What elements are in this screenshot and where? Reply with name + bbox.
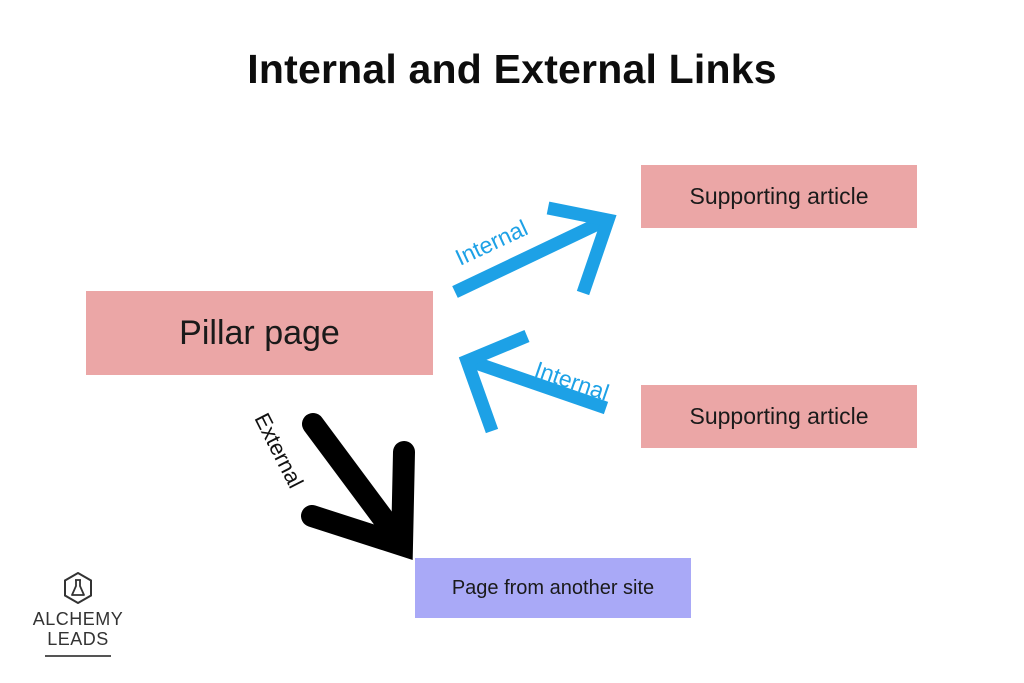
logo-underline xyxy=(45,655,111,657)
supporting-article-node-top: Supporting article xyxy=(641,165,917,228)
external-label: External xyxy=(250,409,309,492)
internal-in-arrow xyxy=(458,330,609,434)
pillar-page-label: Pillar page xyxy=(179,313,340,352)
supporting-article-node-bottom: Supporting article xyxy=(641,385,917,448)
logo-text-line1: ALCHEMY xyxy=(32,609,124,629)
external-arrow xyxy=(301,413,415,560)
supporting-article-label-bottom: Supporting article xyxy=(689,403,869,429)
supporting-article-label-top: Supporting article xyxy=(689,183,869,209)
alchemy-leads-logo: ALCHEMY LEADS xyxy=(26,571,130,658)
external-site-node: Page from another site xyxy=(415,558,691,618)
logo-text-line2: LEADS xyxy=(47,629,109,649)
diagram-title: Internal and External Links xyxy=(247,46,777,92)
pillar-page-node: Pillar page xyxy=(86,291,433,375)
external-site-label: Page from another site xyxy=(451,576,655,599)
flask-hexagon-icon xyxy=(64,571,92,605)
internal-out-arrow xyxy=(452,201,617,298)
